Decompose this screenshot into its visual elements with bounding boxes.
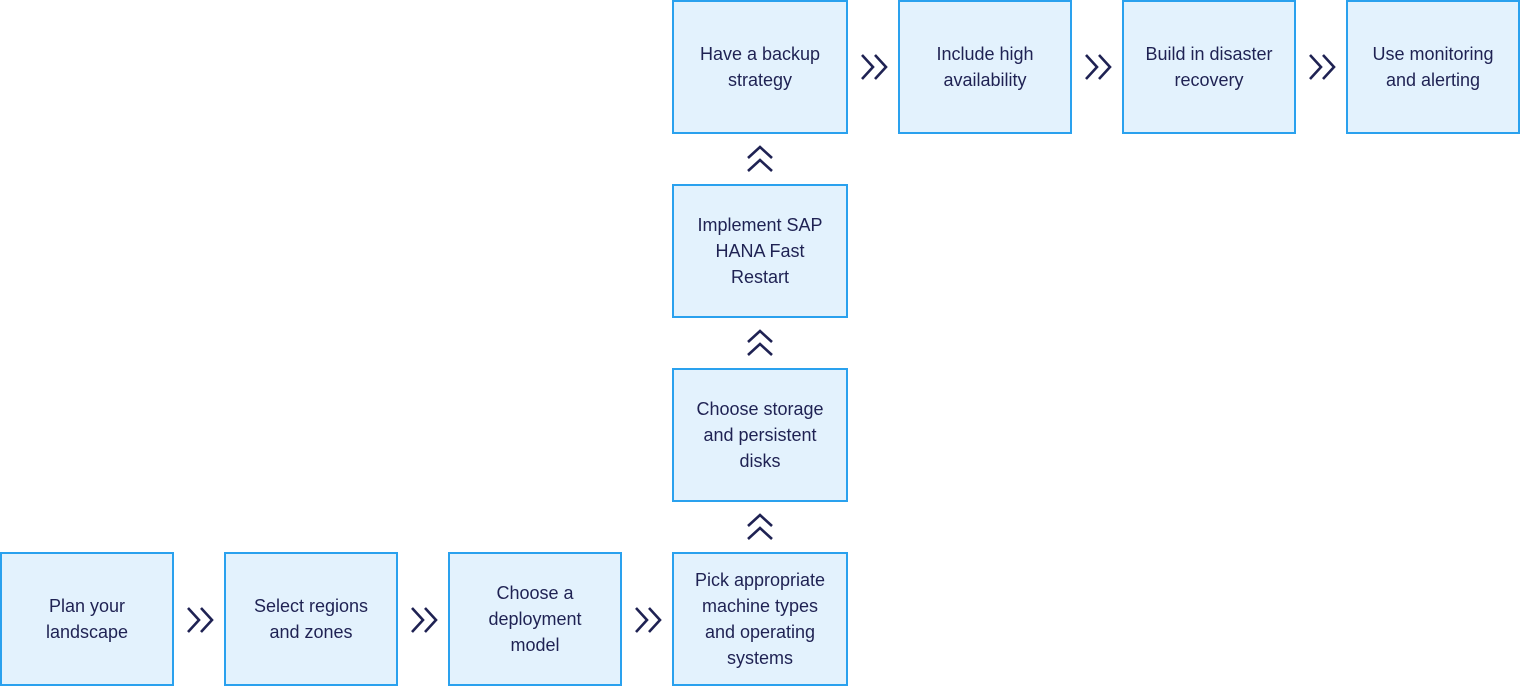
step-label: Pick appropriate machine types and opera… (694, 570, 826, 668)
double-chevron-right-icon (1081, 50, 1115, 84)
step-label: Select regions and zones (253, 596, 369, 642)
step-label: Include high availability (936, 44, 1034, 90)
step-disaster-recovery: Build in disaster recovery (1122, 0, 1296, 134)
step-machine-types: Pick appropriate machine types and opera… (672, 552, 848, 686)
step-plan-landscape: Plan your landscape (0, 552, 174, 686)
step-select-regions: Select regions and zones (224, 552, 398, 686)
step-label: Choose storage and persistent disks (696, 399, 824, 471)
step-storage-disks: Choose storage and persistent disks (672, 368, 848, 502)
step-label: Use monitoring and alerting (1372, 44, 1494, 90)
step-deployment-model: Choose a deployment model (448, 552, 622, 686)
step-high-availability: Include high availability (898, 0, 1072, 134)
double-chevron-right-icon (857, 50, 891, 84)
step-label: Have a backup strategy (699, 44, 821, 90)
double-chevron-right-icon (183, 603, 217, 637)
double-chevron-right-icon (1305, 50, 1339, 84)
step-label: Build in disaster recovery (1145, 44, 1273, 90)
double-chevron-up-icon (743, 142, 777, 176)
step-label: Plan your landscape (45, 596, 129, 642)
step-hana-fast-restart: Implement SAP HANA Fast Restart (672, 184, 848, 318)
double-chevron-up-icon (743, 510, 777, 544)
double-chevron-right-icon (631, 603, 665, 637)
step-backup-strategy: Have a backup strategy (672, 0, 848, 134)
double-chevron-up-icon (743, 326, 777, 360)
step-label: Implement SAP HANA Fast Restart (697, 215, 823, 287)
double-chevron-right-icon (407, 603, 441, 637)
step-monitoring-alerting: Use monitoring and alerting (1346, 0, 1520, 134)
step-label: Choose a deployment model (488, 583, 582, 655)
